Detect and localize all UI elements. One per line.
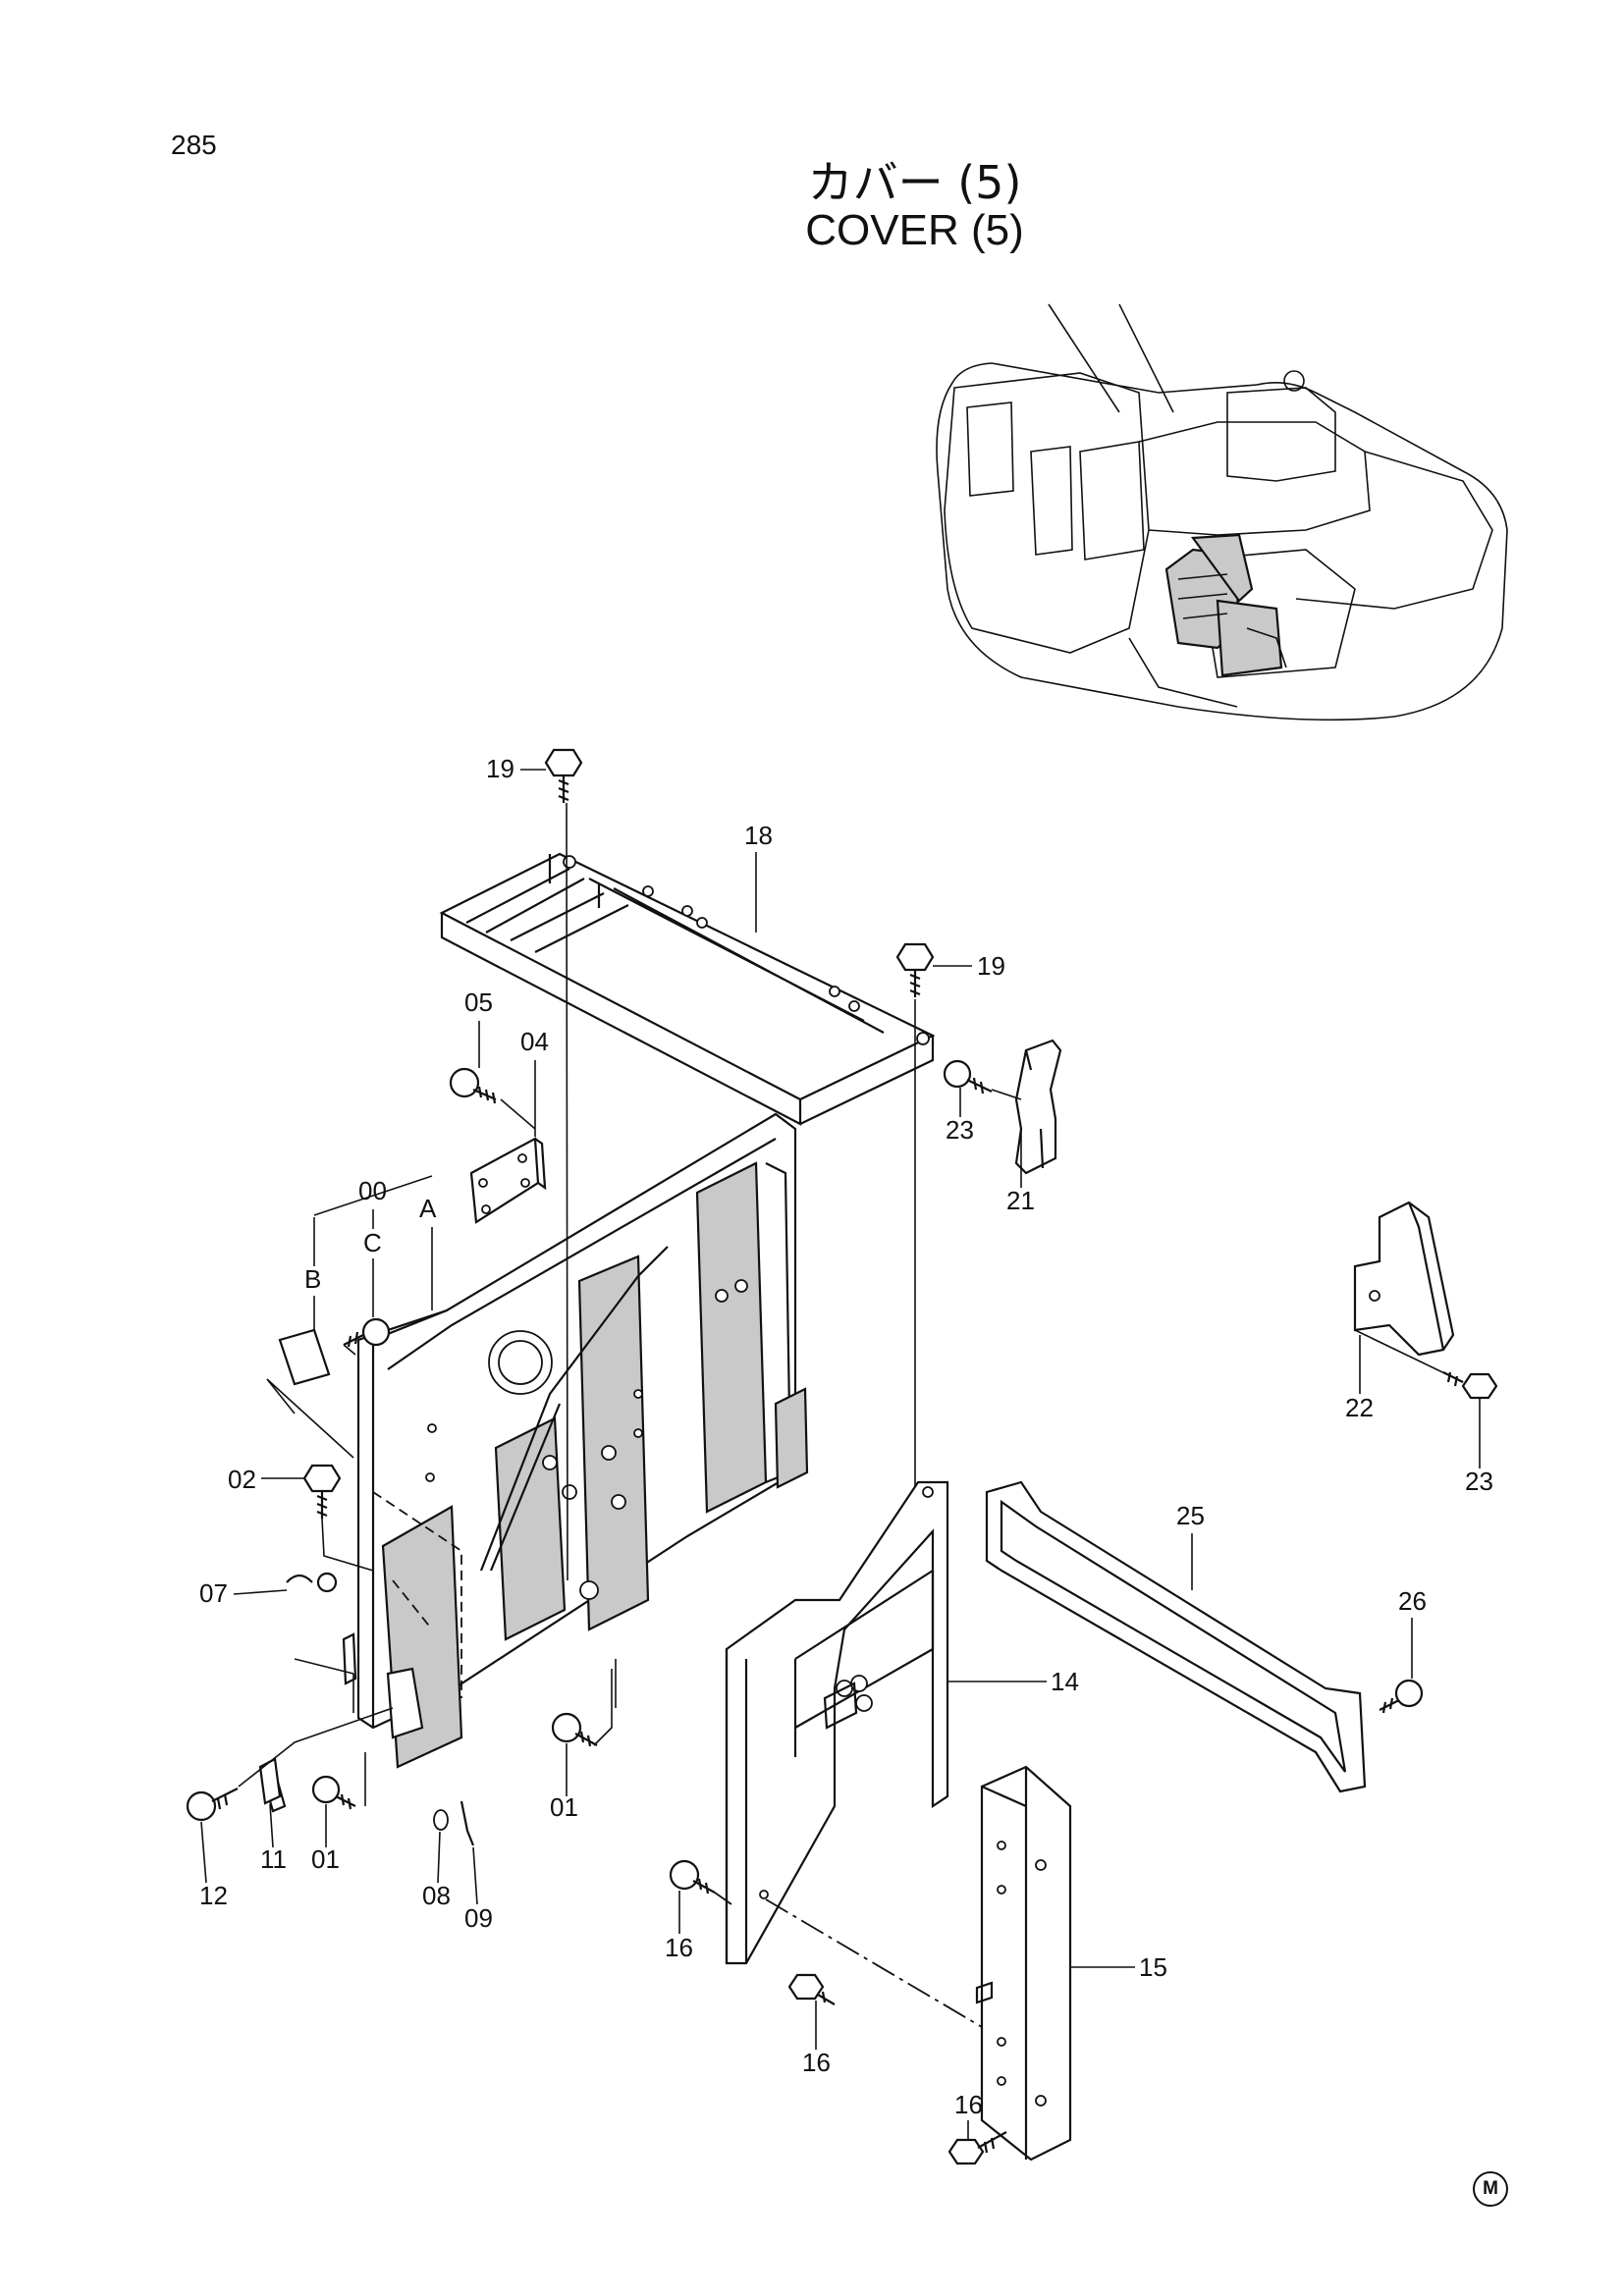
- part-labels: 19 18 19 05 04 00 A C B 23 21 22 23 02 0…: [199, 754, 1493, 2140]
- excavator-overview-illustration: [936, 303, 1508, 721]
- part-label-22: 22: [1345, 1393, 1374, 1422]
- bolts: [186, 748, 1498, 2165]
- part-label-15: 15: [1139, 1952, 1167, 1982]
- part-label-19b: 19: [977, 951, 1005, 981]
- part-label-26: 26: [1398, 1586, 1427, 1616]
- page-number: 285: [171, 130, 217, 160]
- side-plate-part-15: [975, 1765, 1072, 2162]
- part-label-02: 02: [228, 1465, 256, 1494]
- bolt-26: [1379, 1679, 1424, 1714]
- part-label-11: 11: [260, 1844, 287, 1874]
- bolt-01a: [551, 1712, 598, 1747]
- part-label-23b: 23: [1465, 1467, 1493, 1496]
- bolt-23a: [943, 1059, 993, 1095]
- bolt-12: [186, 1788, 239, 1822]
- assembly-lines: [238, 802, 1464, 2028]
- part-label-08: 08: [422, 1881, 451, 1910]
- page-title-english: COVER (5): [805, 206, 1024, 254]
- bolt-19a: [544, 748, 583, 803]
- part-label-16a: 16: [665, 1933, 693, 1962]
- bolt-02: [302, 1464, 342, 1519]
- top-frame-part-18: [439, 852, 936, 1126]
- bolt-05: [449, 1067, 497, 1104]
- part-label-00: 00: [358, 1176, 387, 1205]
- bolt-07-clip: [316, 1572, 338, 1593]
- part-label-07: 07: [199, 1578, 228, 1608]
- small-plate-part-04: [469, 1137, 547, 1224]
- frame-part-14: [725, 1480, 949, 1965]
- part-label-b: B: [304, 1264, 321, 1294]
- part-label-16c: 16: [954, 2090, 983, 2119]
- part-label-01a: 01: [550, 1792, 578, 1822]
- part-label-14: 14: [1051, 1667, 1079, 1696]
- part-label-18: 18: [744, 821, 773, 850]
- part-label-05: 05: [464, 988, 493, 1017]
- part-label-c: C: [363, 1228, 382, 1257]
- page-title-japanese: カバー (5): [807, 156, 1022, 209]
- bracket-part-21: [1014, 1039, 1062, 1175]
- bolt-16b: [787, 1973, 836, 2005]
- part-label-19a: 19: [486, 754, 514, 783]
- part-label-04: 04: [520, 1027, 549, 1056]
- part-label-01b: 01: [311, 1844, 340, 1874]
- bolt-19b: [895, 942, 935, 997]
- part-label-25: 25: [1176, 1501, 1205, 1530]
- part-label-12: 12: [199, 1881, 228, 1910]
- clip-11: [258, 1757, 282, 1805]
- part-label-21: 21: [1006, 1186, 1035, 1215]
- long-seal-part-25: [985, 1480, 1367, 1793]
- bolt-01b: [311, 1775, 356, 1810]
- part-label-09: 09: [464, 1903, 493, 1933]
- main-shroud-panel: [356, 1112, 809, 1769]
- bolt-c: [343, 1317, 391, 1348]
- bolt-16c: [947, 2131, 1007, 2165]
- bolt-16a: [669, 1859, 716, 1895]
- part-label-a: A: [419, 1194, 437, 1223]
- bracket-part-22: [1353, 1201, 1455, 1357]
- part-label-23a: 23: [946, 1115, 974, 1145]
- part-label-16b: 16: [802, 2048, 831, 2077]
- circled-m-mark: M: [1473, 2171, 1508, 2207]
